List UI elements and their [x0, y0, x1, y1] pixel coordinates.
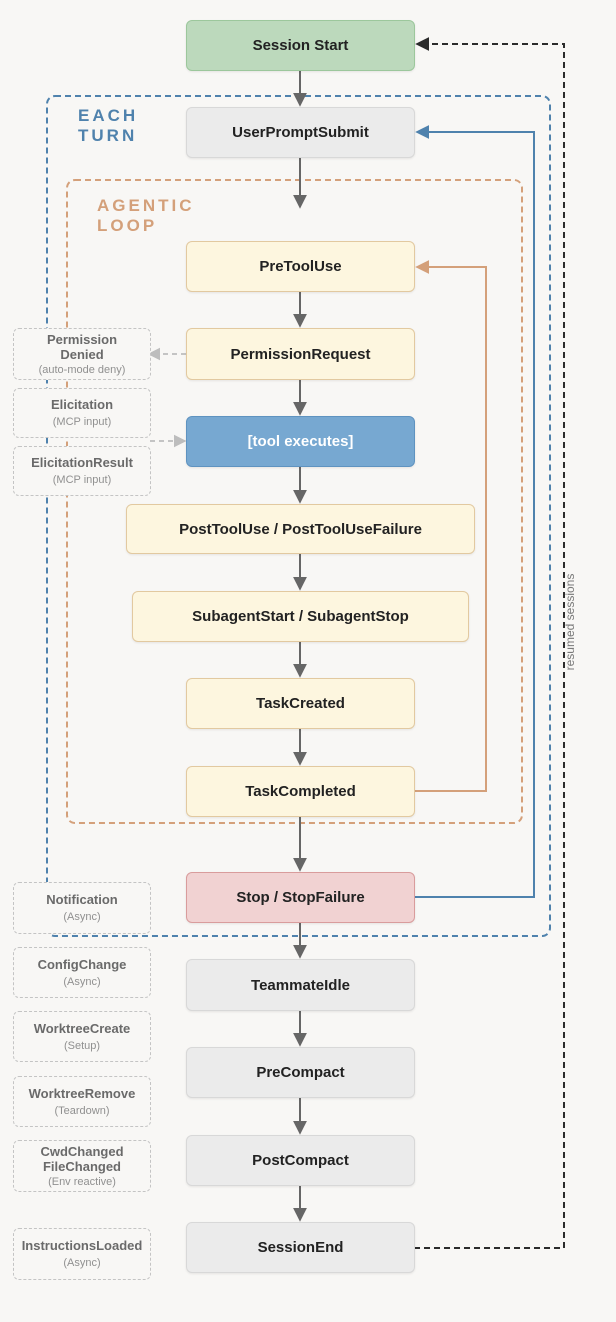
side-subtitle: (Setup) — [63, 1039, 101, 1052]
side-subtitle: (Async) — [63, 1257, 101, 1269]
loop-return-arrow — [414, 260, 487, 792]
each-turn-label: EACH TURN — [78, 106, 139, 145]
resumed-sessions-label: resumed sessions — [563, 573, 577, 671]
side-title: ElicitationResult — [31, 455, 133, 470]
session-start-node: Session Start — [186, 20, 415, 71]
side-title: CwdChanged FileChanged — [40, 1143, 124, 1174]
resumed-sessions-arrow — [414, 37, 565, 1249]
tool-executes-node: [tool executes] — [186, 416, 415, 467]
side-permission-denied: Permission Denied (auto-mode deny) — [13, 328, 151, 380]
teammate-idle-node: TeammateIdle — [186, 959, 415, 1011]
side-title: ConfigChange — [37, 956, 127, 972]
subagent-node: SubagentStart / SubagentStop — [132, 591, 469, 642]
agentic-loop-label: AGENTIC LOOP — [97, 196, 195, 235]
post-compact-node: PostCompact — [186, 1135, 415, 1186]
side-subtitle: (MCP input) — [52, 474, 112, 486]
stop-node: Stop / StopFailure — [186, 872, 415, 923]
side-title: Elicitation — [50, 397, 114, 412]
turn-return-arrow — [414, 125, 535, 898]
side-title: Permission Denied — [46, 331, 118, 362]
post-tool-use-node: PostToolUse / PostToolUseFailure — [126, 504, 475, 554]
side-notification: Notification (Async) — [13, 882, 151, 934]
side-subtitle: (Async) — [63, 975, 101, 988]
side-elicitation-result: ElicitationResult (MCP input) — [13, 446, 151, 496]
pre-tool-use-node: PreToolUse — [186, 241, 415, 292]
permission-request-node: PermissionRequest — [186, 328, 415, 380]
side-subtitle: (Teardown) — [54, 1104, 110, 1117]
side-config-change: ConfigChange (Async) — [13, 947, 151, 998]
side-subtitle: (Env reactive) — [48, 1175, 116, 1188]
side-title: Notification — [46, 892, 118, 907]
side-subtitle: (Async) — [63, 911, 101, 923]
side-title: InstructionsLoaded — [21, 1238, 143, 1253]
side-instructions-loaded: InstructionsLoaded (Async) — [13, 1228, 151, 1280]
agentic-loop-region — [66, 179, 523, 824]
side-worktree-create: WorktreeCreate (Setup) — [13, 1011, 151, 1062]
side-cwd-file-changed: CwdChanged FileChanged (Env reactive) — [13, 1140, 151, 1192]
side-elicitation: Elicitation (MCP input) — [13, 388, 151, 438]
side-subtitle: (MCP input) — [52, 416, 112, 428]
task-created-node: TaskCreated — [186, 678, 415, 729]
side-title: WorktreeCreate — [33, 1020, 131, 1036]
session-end-node: SessionEnd — [186, 1222, 415, 1273]
pre-compact-node: PreCompact — [186, 1047, 415, 1098]
task-completed-node: TaskCompleted — [186, 766, 415, 817]
side-subtitle: (auto-mode deny) — [38, 363, 126, 376]
side-worktree-remove: WorktreeRemove (Teardown) — [13, 1076, 151, 1127]
user-prompt-submit-node: UserPromptSubmit — [186, 107, 415, 158]
side-title: WorktreeRemove — [28, 1085, 136, 1101]
